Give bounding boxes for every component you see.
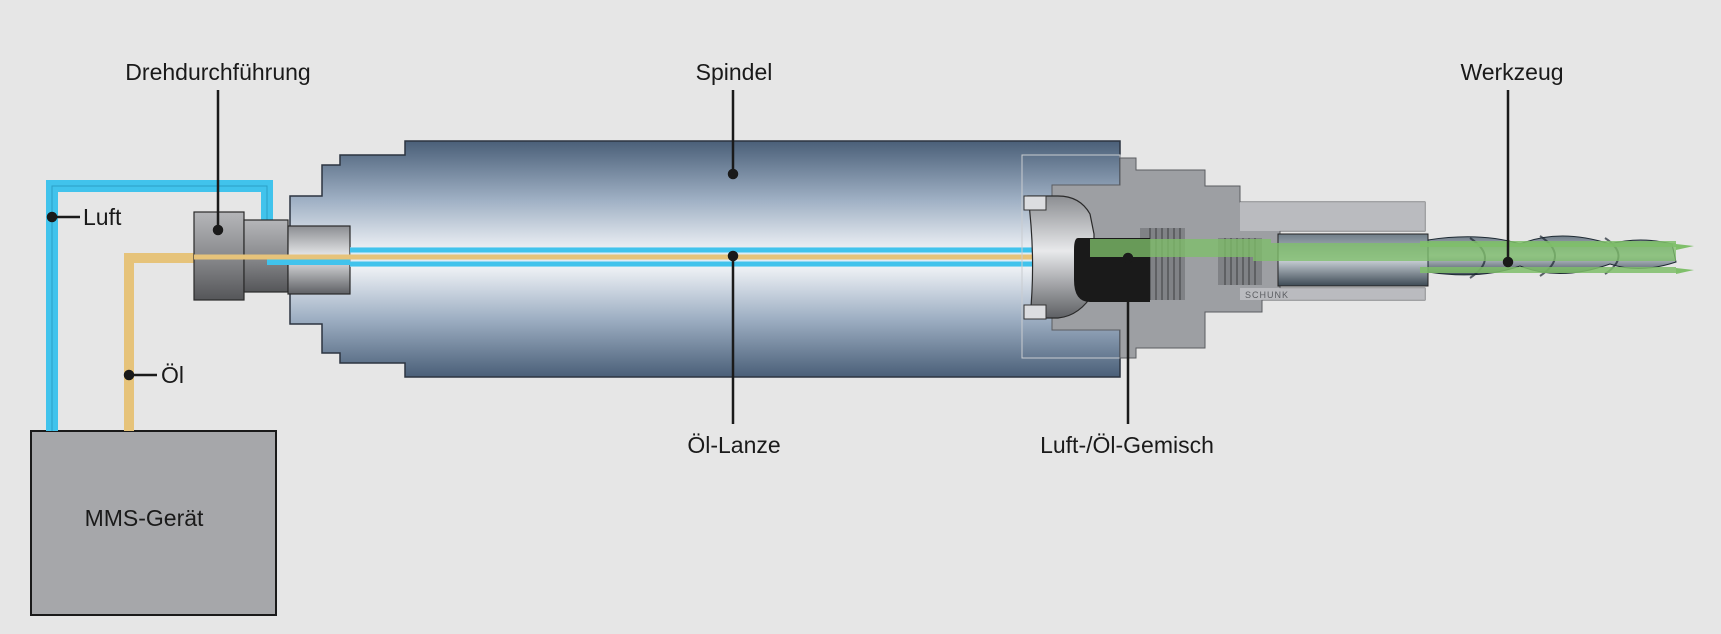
label-oel-lanze: Öl-Lanze bbox=[687, 432, 781, 458]
label-luft: Luft bbox=[83, 204, 122, 230]
mms-device-box bbox=[30, 430, 277, 616]
label-oel: Öl bbox=[161, 362, 184, 388]
label-spindel: Spindel bbox=[695, 59, 773, 85]
label-mms-geraet: MMS-Gerät bbox=[84, 505, 204, 531]
label-drehdurchfuehrung: Drehdurchführung bbox=[125, 59, 311, 85]
label-luft-oel-gemisch: Luft-/Öl-Gemisch bbox=[1040, 432, 1214, 458]
mixture-channel bbox=[1090, 239, 1676, 261]
holder-marking: SCHUNK bbox=[1245, 290, 1289, 300]
label-werkzeug: Werkzeug bbox=[1460, 59, 1564, 85]
